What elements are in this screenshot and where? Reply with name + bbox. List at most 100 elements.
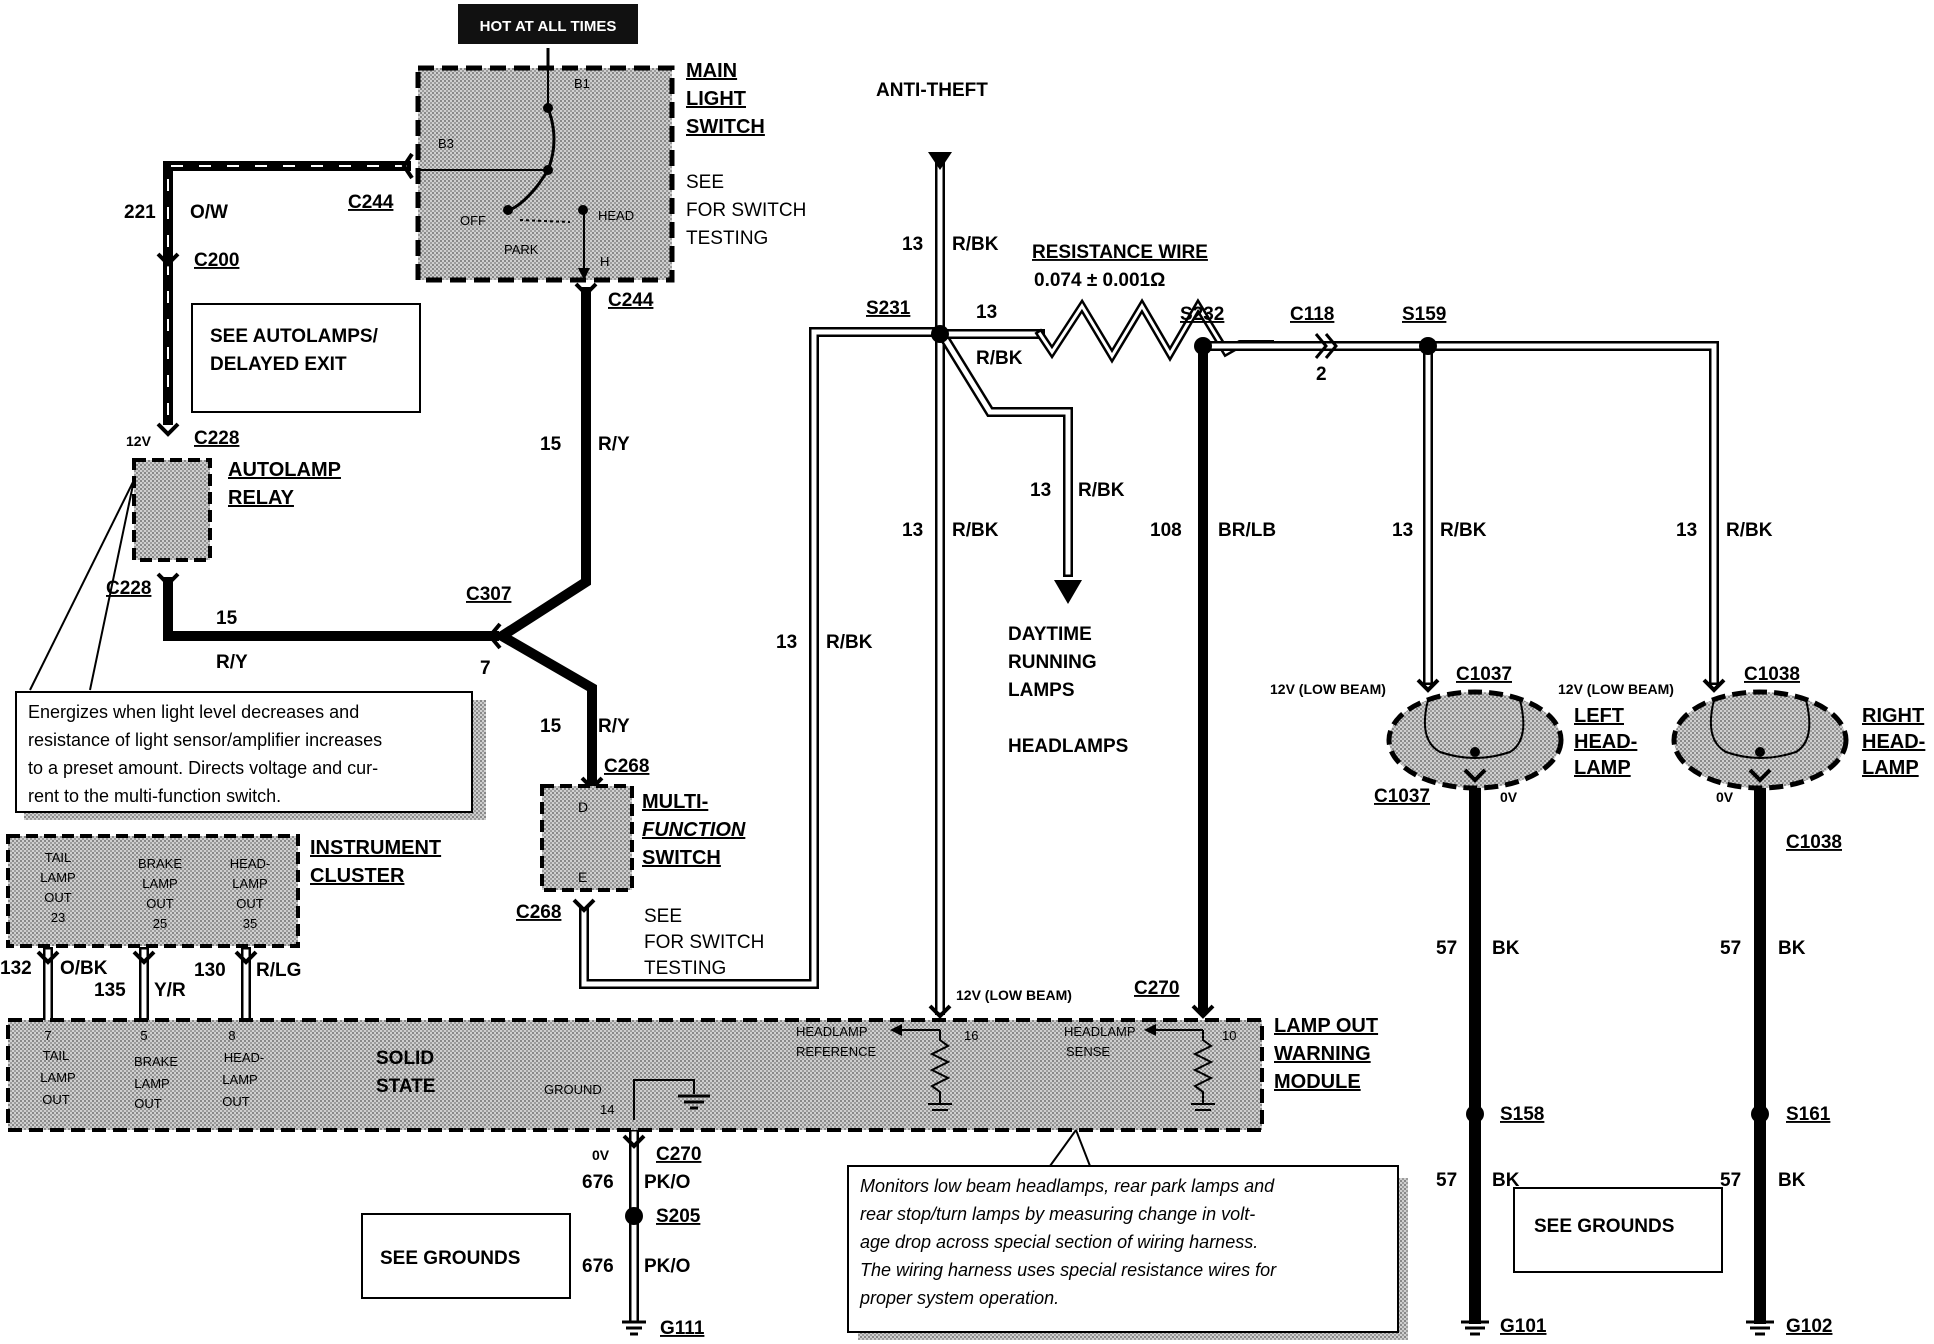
wire-15-relay-number: 15 [216,608,238,629]
lowm-brake-pin: 5 [140,1028,147,1043]
resistance-wire-title: RESISTANCE WIRE [1032,242,1208,263]
cluster-tail-4: 23 [51,910,65,925]
connector-c1038-bottom: C1038 [1786,832,1842,853]
drl-line-3: LAMPS [1008,680,1075,701]
wire-13-loop-number: 13 [776,632,797,653]
wire-13-left-hl-color: R/BK [1440,520,1487,541]
wire-13-right-hl-color: R/BK [1726,520,1773,541]
splice-s232: S232 [1180,304,1224,325]
wire-13-rbk-loop [579,327,943,989]
cluster-brake-2: LAMP [142,876,177,891]
lowm-sense-2: SENSE [1066,1044,1110,1059]
wire-57-right-number: 57 [1720,938,1741,959]
lowm-ref-1: HEADLAMP [796,1024,868,1039]
wire-13-s231-color: R/BK [976,348,1023,369]
lowm-title-2: WARNING [1274,1043,1371,1065]
wire-13-mid-number: 13 [902,520,923,541]
connector-c118: C118 [1290,304,1334,325]
wire-130-color: R/LG [256,960,301,981]
wire-108-number: 108 [1150,520,1182,541]
main-light-switch: B1 B3 OFF PARK HEAD H [401,48,675,283]
ground-g101 [1461,1320,1489,1336]
connector-c1038-top: C1038 [1744,664,1800,685]
wire-13-drl-number: 13 [1030,480,1051,501]
wire-676-color: PK/O [644,1172,690,1193]
mfs-title-2: FUNCTION [642,819,746,841]
lowm-head-pin: 8 [228,1028,235,1043]
autolamps-line-2: DELAYED EXIT [210,354,347,375]
splice-s231: S231 [866,298,911,319]
relay-note-line-3: to a preset amount. Directs voltage and … [28,758,378,778]
wire-132-number: 132 [0,958,32,979]
left-hl-title-3: LAMP [1574,757,1631,779]
ground-g111 [622,1320,646,1336]
wire-57-right-lower-number: 57 [1720,1170,1741,1191]
wire-15-switch-number: 15 [540,434,562,455]
c118-pin-2: 2 [1316,364,1327,385]
wire-13-top-color: R/BK [952,234,999,255]
connector-c270-bottom: C270 [656,1144,701,1165]
wire-15-relay-color: R/Y [216,652,248,673]
module-note-line-4: The wiring harness uses special resistan… [860,1260,1277,1280]
wire-132-color: O/BK [60,958,108,979]
cluster-head-3: OUT [236,896,264,911]
connector-c268-top: C268 [604,756,649,777]
pin-off: OFF [460,213,486,228]
lowm-head-1: HEAD- [224,1050,264,1065]
wire-57-left-number: 57 [1436,938,1457,959]
mfs-see-3: TESTING [644,958,726,979]
main-switch-see-2: FOR SWITCH [686,200,806,221]
pin-h: H [600,254,609,269]
autolamp-relay [132,458,212,562]
anti-theft-label: ANTI-THEFT [876,80,988,101]
solid-state-2: STATE [376,1076,435,1097]
relay-note-line-1: Energizes when light level decreases and [28,702,359,722]
main-switch-title-2: LIGHT [686,88,746,110]
right-hl-0v: 0V [1716,789,1734,805]
lowm-tail-pin: 7 [44,1028,51,1043]
hot-at-all-times-banner [458,4,638,44]
connector-c1037-top: C1037 [1456,664,1512,685]
mfs-title-3: SWITCH [642,847,721,869]
instrument-cluster [6,834,300,948]
wire-57-left-color: BK [1492,938,1520,959]
wire-13-top-number: 13 [902,234,923,255]
connector-c200: C200 [194,250,239,271]
connector-c228-top: C228 [194,428,239,449]
cluster-title-2: CLUSTER [310,865,405,887]
lowm-tail-2: LAMP [40,1070,75,1085]
lowm-brake-2: LAMP [134,1076,169,1091]
cluster-head-4: 35 [243,916,257,931]
left-hl-title-2: HEAD- [1574,731,1637,753]
autolamps-line-1: SEE AUTOLAMPS/ [210,326,379,347]
wire-13-drl-color: R/BK [1078,480,1125,501]
wire-15-mfs-number: 15 [540,716,562,737]
lowm-tail-1: TAIL [43,1048,70,1063]
wire-221-ow [163,161,411,425]
wire-676-number: 676 [582,1172,614,1193]
see-grounds-right-box [1513,1187,1723,1273]
wire-13-right-hl-number: 13 [1676,520,1697,541]
module-note-line-5: proper system operation. [859,1288,1059,1308]
connector-c244-h: C244 [608,290,654,311]
wire-13-left-hl-number: 13 [1392,520,1413,541]
left-hl-0v: 0V [1500,789,1518,805]
cluster-tail-2: LAMP [40,870,75,885]
solid-state-1: SOLID [376,1048,434,1069]
lowm-sense-1: HEADLAMP [1064,1024,1136,1039]
relay-note-line-4: rent to the multi-function switch. [28,786,281,806]
wire-130-number: 130 [194,960,226,981]
mfs-pin-d: D [578,799,588,815]
mfs-see-1: SEE [644,906,682,927]
see-grounds-left-box [361,1213,571,1299]
pin-head: HEAD [598,208,634,223]
wire-676-lower-number: 676 [582,1256,614,1277]
pin-b1: B1 [574,76,590,91]
connector-c270-top: C270 [1134,978,1179,999]
splice-s161: S161 [1786,1104,1831,1125]
module-note-box [847,1165,1399,1333]
cluster-brake-4: 25 [153,916,167,931]
wire-135-color: Y/R [154,980,186,1001]
see-grounds-left: SEE GROUNDS [380,1248,520,1269]
ground-g102 [1746,1320,1774,1336]
